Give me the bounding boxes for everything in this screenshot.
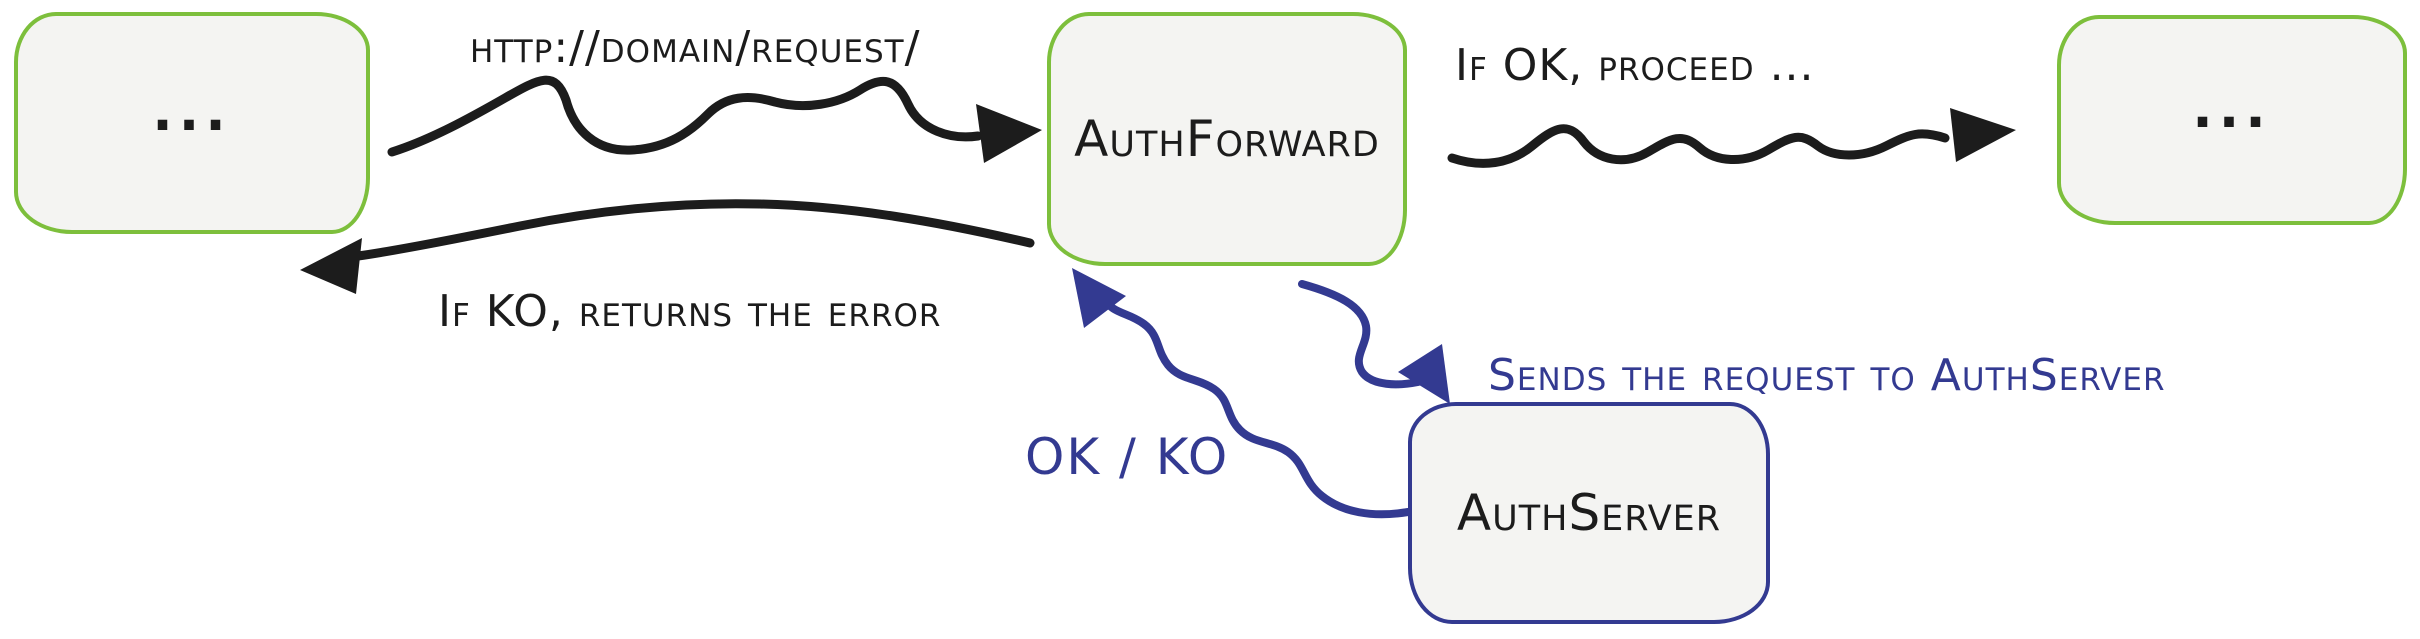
arrowhead-up-left-icon (1072, 268, 1126, 328)
node-client-right: ... (2057, 15, 2407, 225)
node-client-right-label: ... (2192, 77, 2272, 141)
node-authserver: AuthServer (1408, 402, 1770, 624)
edge-label-proceed: If OK, proceed ... (1455, 40, 1815, 91)
edge-label-error: If KO, returns the error (438, 286, 942, 337)
edge-label-request: http://domain/request/ (470, 22, 921, 73)
edge-request-arrow (387, 75, 1042, 163)
edge-send-arrow (1298, 280, 1450, 404)
arrowhead-right-icon (976, 104, 1042, 163)
edge-error-arrow (300, 199, 1035, 294)
node-authserver-label: AuthServer (1456, 484, 1722, 542)
node-authforward-label: AuthForward (1074, 110, 1380, 168)
node-authforward: AuthForward (1047, 12, 1407, 266)
arrowhead-right-icon (1950, 108, 2016, 162)
node-client-left-label: ... (152, 80, 232, 144)
node-client-left: ... (14, 12, 370, 234)
edge-proceed-arrow (1447, 108, 2016, 168)
arrowhead-left-icon (300, 238, 362, 294)
edge-label-okko: OK / KO (1025, 428, 1230, 486)
edge-label-send: Sends the request to AuthServer (1488, 350, 2166, 401)
arrowhead-down-icon (1398, 344, 1450, 404)
